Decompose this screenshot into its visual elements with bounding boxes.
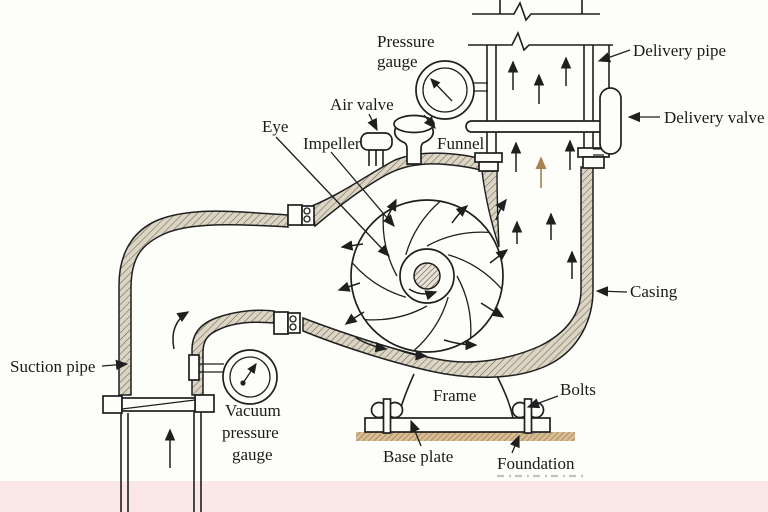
- flow-arrow: [408, 288, 438, 301]
- flange-block-left2: [478, 161, 499, 172]
- flow-arrows: [164, 56, 578, 468]
- vacuum-pressure-gauge: [188, 349, 278, 405]
- union-bump: [303, 207, 311, 215]
- casing: [302, 152, 594, 379]
- leader-bolts: [526, 395, 559, 409]
- break-line-upper: [472, 1, 600, 22]
- gauge-needle: [242, 362, 257, 384]
- funnel-mouth: [393, 114, 435, 134]
- label-foundation: Foundation: [497, 454, 575, 473]
- label-delivery-valve: Delivery valve: [664, 108, 765, 127]
- delivery-pipe-walls: [486, 45, 594, 155]
- label-bolts: Bolts: [560, 380, 596, 399]
- gauge-stem: [473, 82, 488, 92]
- flow-arrow: [495, 198, 507, 221]
- leader-suction-pipe: [101, 359, 129, 371]
- impeller-hub: [413, 262, 441, 290]
- suction-flange-seam: [121, 399, 196, 410]
- bolt-stem: [523, 398, 533, 434]
- leader-funnel: [423, 114, 436, 129]
- leader-eye: [275, 136, 390, 257]
- casing-tongue: [481, 170, 500, 248]
- label-vacuum-3: gauge: [232, 445, 273, 464]
- pipe-union-upper: [287, 204, 303, 226]
- flow-arrow: [172, 311, 190, 350]
- suction-flange-tab: [194, 394, 215, 413]
- break-line-lower: [468, 30, 613, 52]
- gauge-stem: [199, 363, 224, 373]
- label-delivery-pipe: Delivery pipe: [633, 41, 726, 60]
- foundation-hatch: [356, 432, 575, 441]
- label-pressure-gauge-2: gauge: [377, 52, 418, 71]
- label-impeller: Impeller: [303, 134, 361, 153]
- base-plate: [364, 417, 551, 433]
- casing-right-bottom-band: [302, 166, 594, 379]
- flow-arrow: [451, 205, 469, 224]
- leader-base-plate: [410, 419, 422, 447]
- flow-arrow: [398, 349, 428, 361]
- gauge-outer: [222, 349, 278, 405]
- label-funnel: Funnel: [437, 134, 485, 153]
- flow-arrow: [344, 311, 365, 325]
- union-bump: [303, 215, 311, 223]
- pressure-gauge: [415, 60, 488, 120]
- impeller: [350, 199, 504, 353]
- leader-lines: [101, 49, 660, 454]
- pipe-union-lower: [273, 311, 289, 335]
- leader-delivery-pipe: [597, 49, 631, 63]
- flow-arrow: [480, 302, 505, 318]
- flow-arrow: [355, 337, 388, 353]
- bolt-stem: [382, 398, 392, 434]
- flow-arrow: [443, 339, 478, 351]
- label-suction-pipe: Suction pipe: [10, 357, 95, 376]
- flange-block-left: [474, 152, 503, 163]
- label-pressure-gauge-1: Pressure: [377, 32, 435, 51]
- suction-pipe-walls: [120, 412, 202, 512]
- flow-arrow: [340, 240, 364, 251]
- delivery-flange: [465, 120, 621, 133]
- union-bump: [289, 323, 297, 331]
- leader-air-valve: [367, 113, 378, 132]
- gauge-bracket: [188, 354, 200, 381]
- pipe-stub-above-break: [499, 0, 583, 14]
- label-vacuum-2: pressure: [222, 423, 279, 442]
- union-bump: [289, 315, 297, 323]
- flange-block-right2: [582, 156, 605, 169]
- frame-right-curve: [496, 375, 514, 419]
- label-frame: Frame: [433, 386, 476, 405]
- scan-tint-band: [0, 481, 768, 512]
- suction-pipe: [102, 204, 315, 512]
- flow-arrow: [337, 281, 361, 292]
- label-casing: Casing: [630, 282, 678, 301]
- gauge-needle: [430, 78, 453, 102]
- air-valve-cap: [360, 132, 393, 151]
- air-valve: [360, 132, 393, 166]
- impeller-blades: [351, 200, 503, 352]
- delivery-pipe: [465, 0, 622, 172]
- suction-flange-tab: [102, 395, 123, 414]
- leader-impeller: [330, 151, 395, 227]
- leader-foundation: [509, 434, 520, 454]
- flow-arrow: [489, 249, 509, 264]
- label-vacuum-1: Vacuum: [225, 401, 281, 420]
- pipe-union-lower-nut: [287, 312, 301, 334]
- label-base-plate: Base plate: [383, 447, 453, 466]
- air-valve-legs: [368, 150, 384, 166]
- labels: Pressure gauge Delivery pipe Delivery va…: [10, 32, 765, 473]
- gauge-inner: [229, 356, 271, 398]
- leader-casing: [595, 286, 628, 297]
- delivery-valve-body: [599, 87, 622, 155]
- label-eye: Eye: [262, 117, 288, 136]
- gauge-inner: [422, 67, 468, 113]
- gauge-outer: [415, 60, 475, 120]
- funnel-cup: [393, 126, 435, 165]
- label-air-valve: Air valve: [330, 95, 394, 114]
